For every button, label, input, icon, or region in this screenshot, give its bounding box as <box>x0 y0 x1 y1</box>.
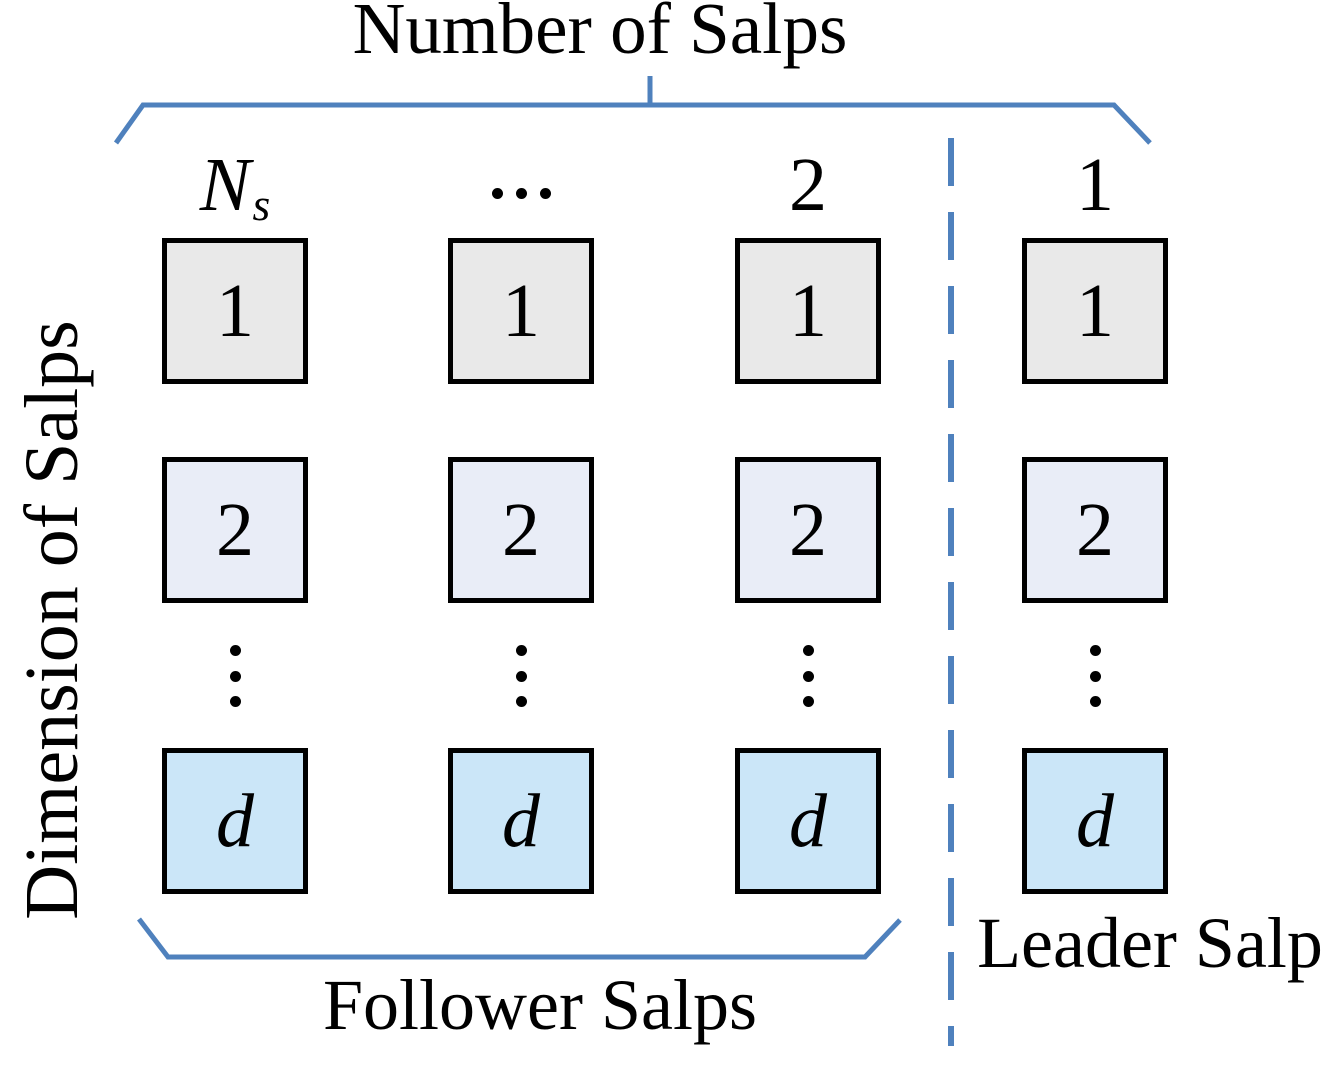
matrix-cell-col1-row-2: 2 <box>162 457 308 603</box>
ellipsis-dot-icon <box>1089 696 1101 707</box>
matrix-cell-col4-row-1: 1 <box>1022 238 1168 384</box>
matrix-cell-col4-row-d: d <box>1022 748 1168 894</box>
cell-label: 1 <box>1076 269 1114 353</box>
column-header-horizontal-ellipsis-icon <box>448 188 594 199</box>
ellipsis-dot-icon <box>515 188 527 199</box>
dimension-axis-label: Dimension of Salps <box>10 320 94 920</box>
ellipsis-dot-icon <box>802 645 814 656</box>
cell-label: 2 <box>1076 488 1114 572</box>
ellipsis-dot-icon <box>515 645 527 656</box>
matrix-cell-col3-row-1: 1 <box>735 238 881 384</box>
cell-label: d <box>216 779 254 863</box>
ellipsis-dot-icon <box>515 670 527 682</box>
matrix-cell-col4-row-2: 2 <box>1022 457 1168 603</box>
ellipsis-dot-icon <box>539 188 551 199</box>
ellipsis-dot-icon <box>802 696 814 707</box>
matrix-cell-col3-row-d: d <box>735 748 881 894</box>
column-header-ns: Ns <box>162 147 308 228</box>
cell-label: 2 <box>502 488 540 572</box>
ellipsis-dot-icon <box>229 670 241 682</box>
matrix-cell-col2-row-d: d <box>448 748 594 894</box>
cell-label: 1 <box>789 269 827 353</box>
cell-label: 2 <box>216 488 254 572</box>
ellipsis-dot-icon <box>229 696 241 707</box>
bottom-brace <box>137 917 902 960</box>
column-header-index: 1 <box>1076 143 1114 227</box>
matrix-cell-col2-row-2: 2 <box>448 457 594 603</box>
ellipsis-dot-icon <box>1089 670 1101 682</box>
column-header-index: 2 <box>789 143 827 227</box>
cell-label: 1 <box>502 269 540 353</box>
cell-label: d <box>502 779 540 863</box>
matrix-cell-col1-row-1: 1 <box>162 238 308 384</box>
matrix-cell-col2-row-1: 1 <box>448 238 594 384</box>
cell-label: 2 <box>789 488 827 572</box>
column-vertical-ellipsis-icon <box>1022 645 1168 707</box>
matrix-cell-col1-row-d: d <box>162 748 308 894</box>
column-vertical-ellipsis-icon <box>735 645 881 707</box>
ellipsis-dot-icon <box>1089 645 1101 656</box>
column-vertical-ellipsis-icon <box>448 645 594 707</box>
diagram-title: Number of Salps <box>352 0 848 69</box>
ellipsis-dot-icon <box>229 645 241 656</box>
follower-salps-caption: Follower Salps <box>322 965 757 1045</box>
top-brace <box>113 102 1152 145</box>
ellipsis-dot-icon <box>802 670 814 682</box>
header-variable-base: N <box>199 143 251 227</box>
header-variable-subscript: s <box>252 179 271 231</box>
matrix-cell-col3-row-2: 2 <box>735 457 881 603</box>
column-vertical-ellipsis-icon <box>162 645 308 707</box>
cell-label: d <box>789 779 827 863</box>
ellipsis-dot-icon <box>515 696 527 707</box>
cell-label: 1 <box>216 269 254 353</box>
leader-salp-caption: Leader Salp <box>977 903 1323 983</box>
ellipsis-dot-icon <box>491 188 503 199</box>
cell-label: d <box>1076 779 1114 863</box>
